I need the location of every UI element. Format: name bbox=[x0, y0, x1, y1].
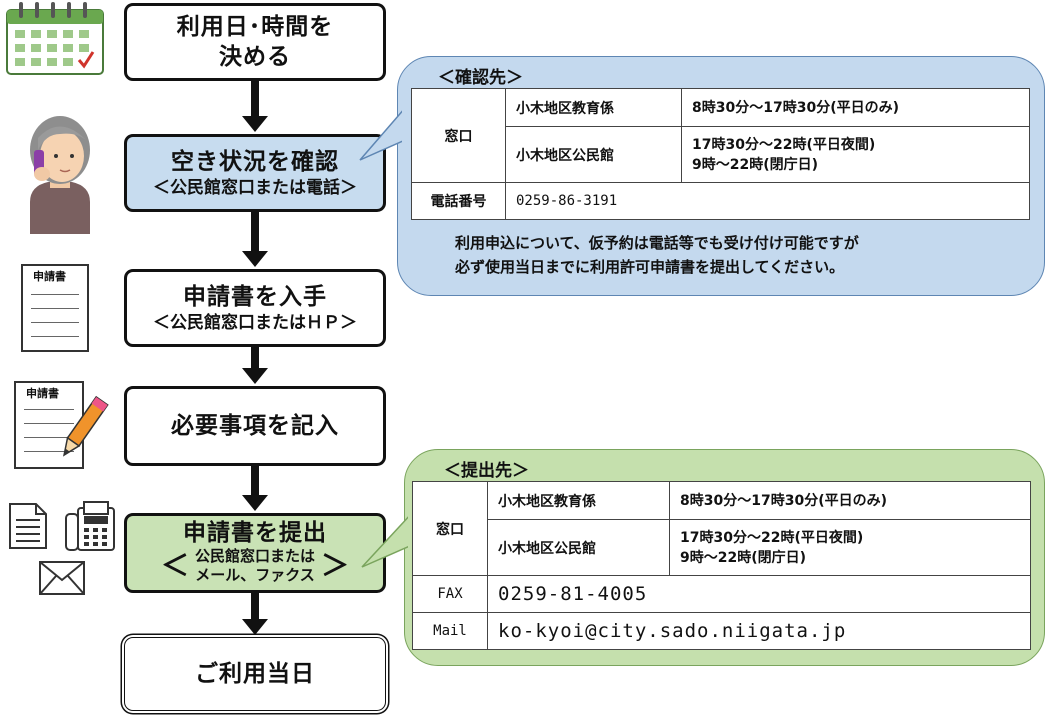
step-submit-form: 申請書を提出 ＜ 公民館窓口または メール、ファクス ＞ bbox=[124, 513, 386, 593]
step-submit-sub-line1: 公民館窓口または bbox=[194, 547, 315, 565]
person-phone-icon bbox=[30, 116, 90, 234]
arrow-2 bbox=[242, 212, 268, 269]
confirm-phone-label: 電話番号 bbox=[411, 182, 506, 220]
step-check-availability: 空き状況を確認 ＜公民館窓口または電話＞ bbox=[124, 134, 386, 212]
confirm-note-line1: 利用申込について、仮予約は電話等でも受け付け可能ですが bbox=[455, 234, 859, 252]
arrow-4 bbox=[242, 466, 268, 513]
form-pencil-icon-title: 申請書 bbox=[26, 387, 59, 400]
step-decide-date-line1: 利用日･時間を bbox=[176, 14, 334, 40]
step-submit-sub-line2: メール、ファクス bbox=[195, 566, 315, 584]
application-form-icon: 申請書 bbox=[21, 264, 89, 352]
confirm-title: ＜確認先＞ bbox=[438, 68, 523, 88]
submit-mail-label: Mail bbox=[412, 612, 488, 650]
submit-mail: ko-kyoi@city.sado.niigata.jp bbox=[487, 612, 1031, 650]
confirm-window-label: 窓口 bbox=[411, 88, 506, 183]
step-check-sub: ＜公民館窓口または電話＞ bbox=[153, 178, 357, 198]
pencil-icon bbox=[62, 395, 109, 457]
arrow-5 bbox=[242, 593, 268, 637]
step-get-form-main: 申請書を入手 bbox=[183, 284, 327, 310]
arrow-1 bbox=[242, 81, 268, 134]
submit-table: 窓口 小木地区教育係 8時30分～17時30分(平日のみ) 小木地区公民館 17… bbox=[412, 481, 1031, 650]
fax-machine-icon bbox=[65, 501, 115, 551]
confirm-hours-2b: 9時～22時(閉庁日) bbox=[692, 156, 819, 173]
envelope-icon bbox=[39, 561, 85, 595]
step-submit-sub: ＜ 公民館窓口または メール、ファクス ＞ bbox=[161, 546, 349, 586]
submit-hours-1: 8時30分～17時30分(平日のみ) bbox=[669, 481, 1031, 520]
confirm-place-1: 小木地区教育係 bbox=[505, 88, 682, 127]
confirm-hours-1: 8時30分～17時30分(平日のみ) bbox=[681, 88, 1030, 127]
form-with-pencil-icon: 申請書 bbox=[14, 381, 84, 469]
step-get-form: 申請書を入手 ＜公民館窓口またはＨＰ＞ bbox=[124, 269, 386, 347]
submit-hours-2a: 17時30分～22時(平日夜間) bbox=[680, 529, 864, 546]
bracket-open: ＜ bbox=[160, 549, 189, 582]
submit-fax-label: FAX bbox=[412, 575, 488, 613]
confirm-table: 窓口 小木地区教育係 8時30分～17時30分(平日のみ) 小木地区公民館 17… bbox=[411, 88, 1030, 220]
step-fill-form: 必要事項を記入 bbox=[124, 386, 386, 466]
step-fill-form-main: 必要事項を記入 bbox=[171, 413, 339, 439]
step-check-main: 空き状況を確認 bbox=[171, 149, 339, 175]
step-usage-day: ご利用当日 bbox=[124, 637, 386, 711]
confirm-place-2: 小木地区公民館 bbox=[505, 126, 682, 183]
document-icon bbox=[9, 503, 47, 549]
step-decide-date: 利用日･時間を 決める bbox=[124, 3, 386, 81]
calendar-icon bbox=[6, 2, 104, 75]
confirm-hours-2a: 17時30分～22時(平日夜間) bbox=[692, 136, 876, 153]
submit-window-label: 窓口 bbox=[412, 481, 488, 576]
confirm-phone: 0259-86-3191 bbox=[505, 182, 1030, 220]
confirm-note-line2: 必ず使用当日までに利用許可申請書を提出してください。 bbox=[455, 258, 845, 276]
confirm-panel-tail bbox=[359, 104, 412, 161]
arrow-3 bbox=[242, 347, 268, 386]
bracket-close: ＞ bbox=[321, 549, 350, 582]
step-submit-sub-lines: 公民館窓口または メール、ファクス bbox=[195, 547, 315, 585]
confirm-note: 利用申込について、仮予約は電話等でも受け付け可能ですが 必ず使用当日までに利用許… bbox=[455, 231, 859, 279]
submit-title: ＜提出先＞ bbox=[444, 461, 529, 481]
step-decide-date-line2: 決める bbox=[219, 44, 291, 70]
submit-place-1: 小木地区教育係 bbox=[487, 481, 670, 520]
step-get-form-sub: ＜公民館窓口またはＨＰ＞ bbox=[153, 313, 357, 333]
submit-fax: 0259-81-4005 bbox=[487, 575, 1031, 613]
submit-hours-2: 17時30分～22時(平日夜間) 9時～22時(閉庁日) bbox=[669, 519, 1031, 576]
step-submit-main: 申請書を提出 bbox=[183, 520, 327, 546]
step-usage-day-main: ご利用当日 bbox=[195, 661, 315, 687]
submit-place-2: 小木地区公民館 bbox=[487, 519, 670, 576]
submit-hours-2b: 9時～22時(閉庁日) bbox=[680, 549, 807, 566]
confirm-hours-2: 17時30分～22時(平日夜間) 9時～22時(閉庁日) bbox=[681, 126, 1030, 183]
form-icon-title: 申請書 bbox=[33, 270, 66, 283]
